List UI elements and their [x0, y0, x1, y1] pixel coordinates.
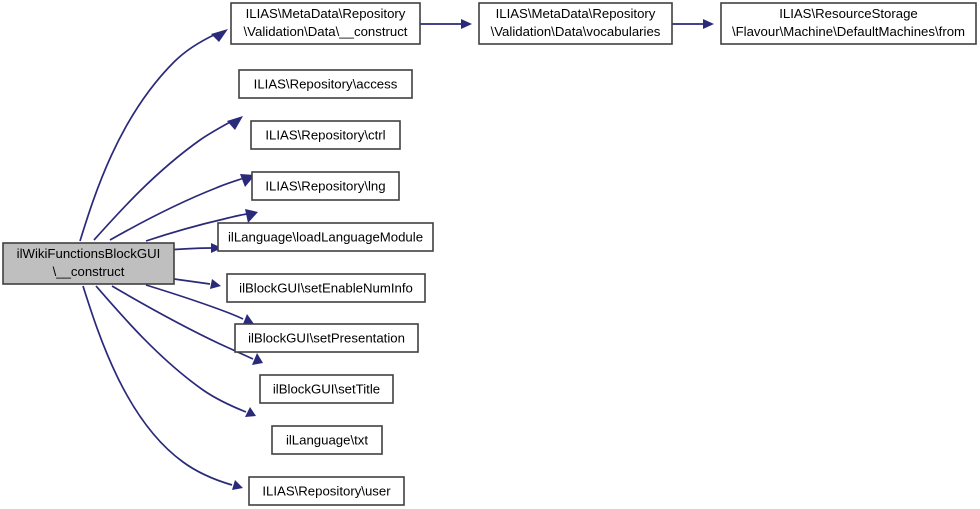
node-label-line1: ILIAS\ResourceStorage — [779, 6, 918, 21]
node-label-line1: ilBlockGUI\setPresentation — [248, 330, 405, 345]
node-label-line1: ILIAS\Repository\ctrl — [265, 127, 385, 142]
arrowhead-icon — [232, 480, 243, 490]
arrowhead-icon — [703, 19, 714, 29]
edge-line — [82, 285, 233, 486]
node-label-line1: ilBlockGUI\setTitle — [273, 381, 380, 396]
node-label-line1: ILIAS\MetaData\Repository — [496, 6, 656, 21]
node-box[interactable] — [2, 242, 175, 285]
arrowhead-icon — [245, 407, 256, 417]
call-edge — [166, 243, 222, 253]
graph-node-n4[interactable]: ILIAS\Repository\lng — [251, 171, 400, 201]
graph-node-n10[interactable]: ILIAS\Repository\user — [248, 476, 405, 506]
node-label-line2: \__construct — [53, 264, 125, 279]
edge-line — [95, 285, 247, 413]
call-edge — [672, 19, 714, 29]
edge-line — [145, 284, 244, 320]
arrowhead-icon — [227, 116, 243, 130]
node-box[interactable] — [230, 2, 421, 45]
node-label-line1: ILIAS\Repository\user — [262, 483, 391, 498]
node-box[interactable] — [250, 120, 401, 150]
call-edge — [145, 209, 258, 242]
edge-line — [93, 120, 233, 241]
graph-node-n9[interactable]: ilLanguage\txt — [271, 425, 383, 455]
graph-node-n1[interactable]: ILIAS\MetaData\Repository \Validation\Dat… — [230, 2, 421, 45]
arrowhead-icon — [243, 314, 254, 324]
node-label-line1: ILIAS\MetaData\Repository — [246, 6, 406, 21]
node-label-line1: ILIAS\Repository\lng — [265, 178, 385, 193]
call-edge — [79, 29, 228, 242]
node-box[interactable] — [478, 2, 673, 45]
node-label-line2: \Validation\Data\__construct — [244, 24, 408, 39]
graph-node-n12[interactable]: ILIAS\ResourceStorage \Flavour\Machine\De… — [720, 2, 977, 45]
node-box[interactable] — [234, 323, 419, 353]
node-label-line2: \Flavour\Machine\DefaultMachines\from — [732, 24, 965, 39]
arrowhead-icon — [461, 19, 472, 29]
arrowhead-icon — [210, 279, 221, 289]
arrowhead-icon — [252, 353, 263, 365]
call-edge — [145, 284, 254, 324]
node-box[interactable] — [238, 69, 413, 99]
arrowhead-icon — [245, 209, 258, 223]
graph-node-root[interactable]: ilWikiFunctionsBlockGUI \__construct — [2, 242, 175, 285]
call-edge — [95, 285, 256, 417]
call-edge — [166, 277, 221, 289]
arrowhead-icon — [211, 243, 222, 253]
node-box[interactable] — [226, 273, 426, 303]
edge-line — [145, 213, 248, 242]
edge-line — [109, 177, 245, 241]
call-edge — [82, 285, 243, 490]
graph-node-n8[interactable]: ilBlockGUI\setTitle — [259, 374, 394, 404]
node-box[interactable] — [271, 425, 383, 455]
node-box[interactable] — [217, 222, 434, 252]
node-label-line2: \Validation\Data\vocabularies — [491, 24, 661, 39]
edge-line — [111, 285, 254, 360]
graph-node-n3[interactable]: ILIAS\Repository\ctrl — [250, 120, 401, 150]
node-box[interactable] — [259, 374, 394, 404]
call-edge — [420, 19, 472, 29]
call-edge — [111, 285, 263, 365]
edge-line — [79, 33, 217, 242]
graph-node-n6[interactable]: ilBlockGUI\setEnableNumInfo — [226, 273, 426, 303]
node-label-line1: ilLanguage\txt — [286, 432, 368, 447]
node-box[interactable] — [720, 2, 977, 45]
arrowhead-icon — [211, 29, 228, 42]
call-edge — [93, 116, 243, 241]
node-label-line1: ilWikiFunctionsBlockGUI — [17, 246, 161, 261]
graph-node-n7[interactable]: ilBlockGUI\setPresentation — [234, 323, 419, 353]
graph-node-n5[interactable]: ilLanguage\loadLanguageModule — [217, 222, 434, 252]
graph-node-n2[interactable]: ILIAS\Repository\access — [238, 69, 413, 99]
node-label-line1: ILIAS\Repository\access — [254, 76, 398, 91]
node-label-line1: ilBlockGUI\setEnableNumInfo — [239, 280, 413, 295]
node-box[interactable] — [251, 171, 400, 201]
node-label-line1: ilLanguage\loadLanguageModule — [228, 229, 423, 244]
graph-node-n11[interactable]: ILIAS\MetaData\Repository \Validation\Dat… — [478, 2, 673, 45]
node-box[interactable] — [248, 476, 405, 506]
